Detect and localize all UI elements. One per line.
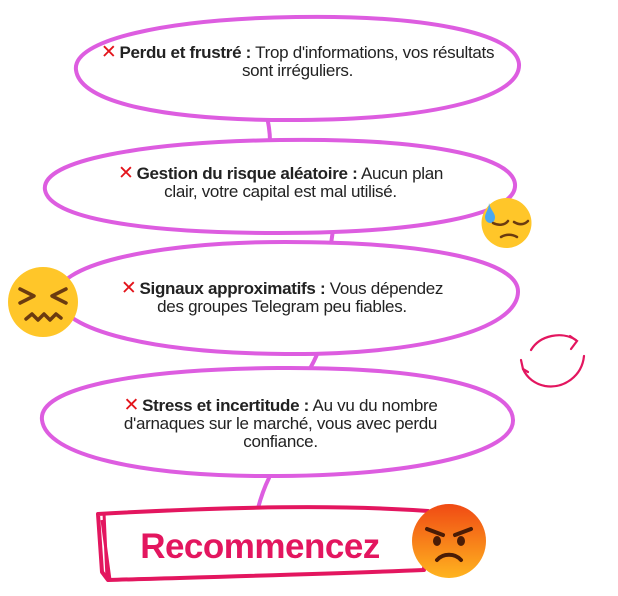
- angry-face-icon: [412, 504, 486, 578]
- step-3-title: Signaux approximatifs :: [139, 279, 326, 298]
- confounded-face-icon: [8, 267, 78, 337]
- step-3-description: Vous dépendez des groupes Telegram peu f…: [157, 279, 444, 316]
- downcast-face-with-sweat-icon: [481, 198, 532, 248]
- cycle-arrows-icon: [519, 334, 586, 388]
- cta-box-outline-extra: [100, 512, 112, 581]
- step-1-description: Trop d'informations, vos résultats sont …: [241, 43, 495, 80]
- step-2-text: ✕Gestion du risque aléatoire : Aucun pla…: [108, 163, 453, 201]
- step-1-title: Perdu et frustré :: [119, 43, 252, 62]
- step-oval-3: [54, 239, 521, 357]
- red-cross-icon: ✕: [117, 163, 134, 184]
- step-3-text: ✕Signaux approximatifs : Vous dépendez d…: [112, 278, 452, 316]
- cta-box-outline: [96, 505, 430, 582]
- cta-label[interactable]: Recommencez: [140, 527, 380, 566]
- step-4-title: Stress et incertitude :: [142, 396, 310, 415]
- step-oval-4: [39, 365, 516, 479]
- step-oval-1: [73, 14, 522, 123]
- step-4-description: Au vu du nombre d'arnaques sur le marché…: [123, 396, 438, 451]
- step-4-text: ✕Stress et incertitude : Au vu du nombre…: [108, 395, 453, 451]
- red-cross-icon: ✕: [123, 395, 140, 416]
- step-1-text: ✕Perdu et frustré : Trop d'informations,…: [100, 42, 495, 80]
- step-2-description: Aucun plan clair, votre capital est mal …: [164, 164, 444, 201]
- step-oval-2: [42, 137, 518, 236]
- red-cross-icon: ✕: [120, 278, 137, 299]
- step-2-title: Gestion du risque aléatoire :: [136, 164, 358, 183]
- red-cross-icon: ✕: [100, 42, 117, 63]
